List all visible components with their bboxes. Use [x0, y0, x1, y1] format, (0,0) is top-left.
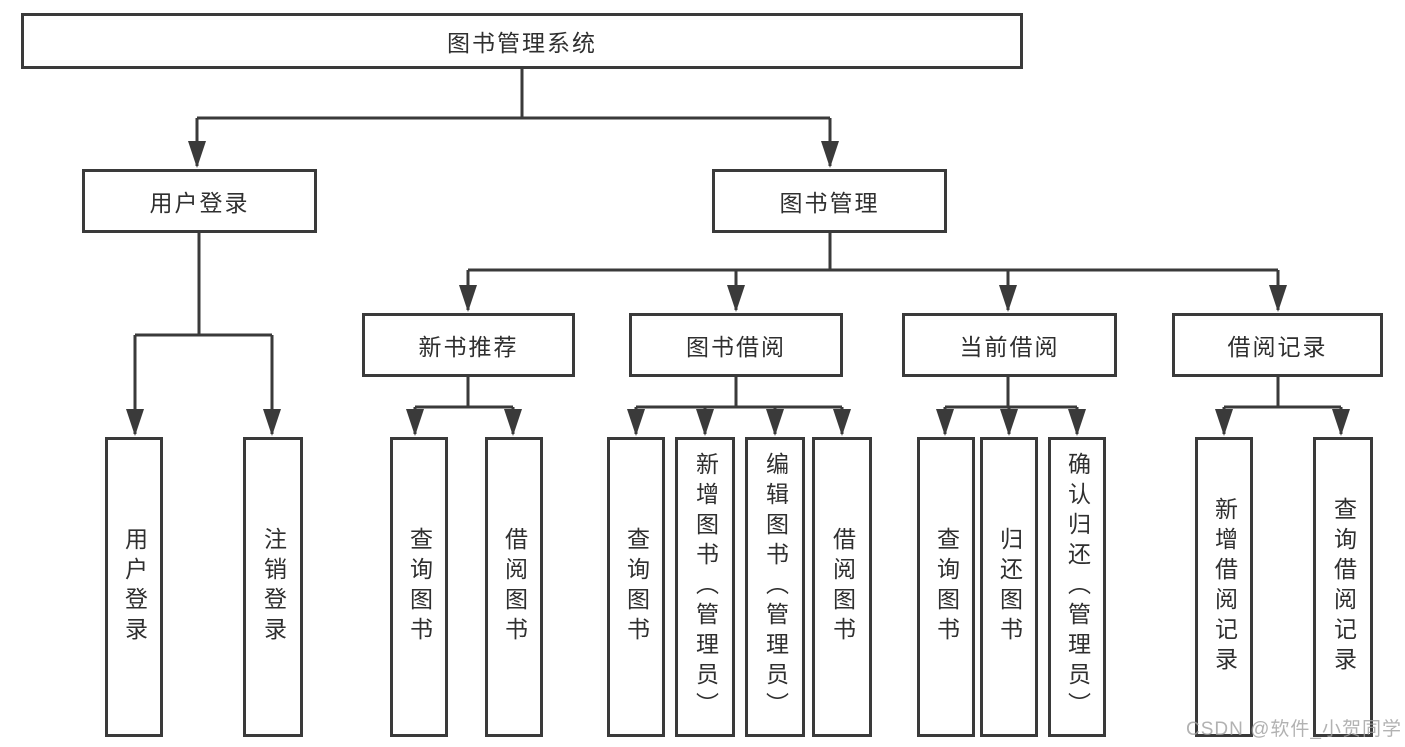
connector-new-book-recommend [406, 377, 522, 436]
leaf-label: 新增借阅记录 [1211, 497, 1238, 677]
arrow-down-icon [504, 409, 522, 436]
leaf-query-books-borrow: 查询图书 [607, 437, 665, 737]
node-label: 图书借阅 [686, 334, 786, 360]
arrow-down-icon [766, 409, 784, 436]
node-label: 当前借阅 [959, 334, 1060, 360]
node-current-borrow: 当前借阅 [902, 313, 1117, 377]
leaf-confirm-return-admin: 确认归还（管理员） [1048, 437, 1106, 737]
leaf-return-book: 归还图书 [980, 437, 1038, 737]
arrow-down-icon [999, 285, 1017, 312]
node-label: 图书管理 [779, 190, 880, 216]
arrow-down-icon [459, 285, 477, 312]
arrow-down-icon [833, 409, 851, 436]
leaf-query-borrow-record: 查询借阅记录 [1313, 437, 1373, 737]
leaf-borrow-books: 借阅图书 [812, 437, 872, 737]
leaf-label: 注销登录 [260, 527, 287, 647]
leaf-label: 归还图书 [996, 527, 1023, 647]
node-new-book-recommend: 新书推荐 [362, 313, 575, 377]
watermark: CSDN @软件_小贺同学 [1186, 719, 1402, 740]
connector-book-management [459, 233, 1287, 312]
node-label: 新书推荐 [418, 334, 519, 360]
arrow-down-icon [727, 285, 745, 312]
connector-root [188, 69, 839, 168]
leaf-label: 查询借阅记录 [1330, 497, 1357, 677]
arrow-down-icon [1068, 409, 1086, 436]
arrow-down-icon [126, 409, 144, 436]
connector-borrow-records [1215, 377, 1350, 436]
arrow-down-icon [696, 409, 714, 436]
leaf-label: 查询图书 [933, 527, 960, 647]
node-borrow-records: 借阅记录 [1172, 313, 1383, 377]
arrow-down-icon [1269, 285, 1287, 312]
leaf-add-borrow-record: 新增借阅记录 [1195, 437, 1253, 737]
leaf-query-books-current: 查询图书 [917, 437, 975, 737]
leaf-user-login: 用户登录 [105, 437, 163, 737]
node-book-borrow: 图书借阅 [629, 313, 843, 377]
arrow-down-icon [263, 409, 281, 436]
connector-current-borrow [936, 377, 1086, 436]
node-book-management: 图书管理 [712, 169, 947, 233]
leaf-label: 借阅图书 [829, 527, 856, 647]
connector-book-borrow [627, 377, 851, 436]
arrow-down-icon [1215, 409, 1233, 436]
arrow-down-icon [1000, 409, 1018, 436]
leaf-label: 确认归还（管理员） [1064, 452, 1091, 722]
leaf-label: 新增图书（管理员） [692, 452, 719, 722]
leaf-logout: 注销登录 [243, 437, 303, 737]
leaf-label: 查询图书 [406, 527, 433, 647]
leaf-edit-book-admin: 编辑图书（管理员） [745, 437, 805, 737]
leaf-query-books-recommend: 查询图书 [390, 437, 448, 737]
leaf-label: 编辑图书（管理员） [762, 452, 789, 722]
arrow-down-icon [627, 409, 645, 436]
connector-user-login [126, 233, 281, 436]
node-user-login: 用户登录 [82, 169, 317, 233]
leaf-label: 借阅图书 [501, 527, 528, 647]
leaf-label: 用户登录 [121, 527, 148, 647]
arrow-down-icon [1332, 409, 1350, 436]
leaf-label: 查询图书 [623, 527, 650, 647]
arrow-down-icon [936, 409, 954, 436]
arrow-down-icon [821, 141, 839, 168]
node-label: 用户登录 [149, 190, 250, 216]
leaf-add-book-admin: 新增图书（管理员） [675, 437, 735, 737]
node-library-system: 图书管理系统 [21, 13, 1023, 69]
node-label: 图书管理系统 [447, 30, 597, 56]
arrow-down-icon [406, 409, 424, 436]
arrow-down-icon [188, 141, 206, 168]
leaf-borrow-books-recommend: 借阅图书 [485, 437, 543, 737]
node-label: 借阅记录 [1227, 334, 1328, 360]
